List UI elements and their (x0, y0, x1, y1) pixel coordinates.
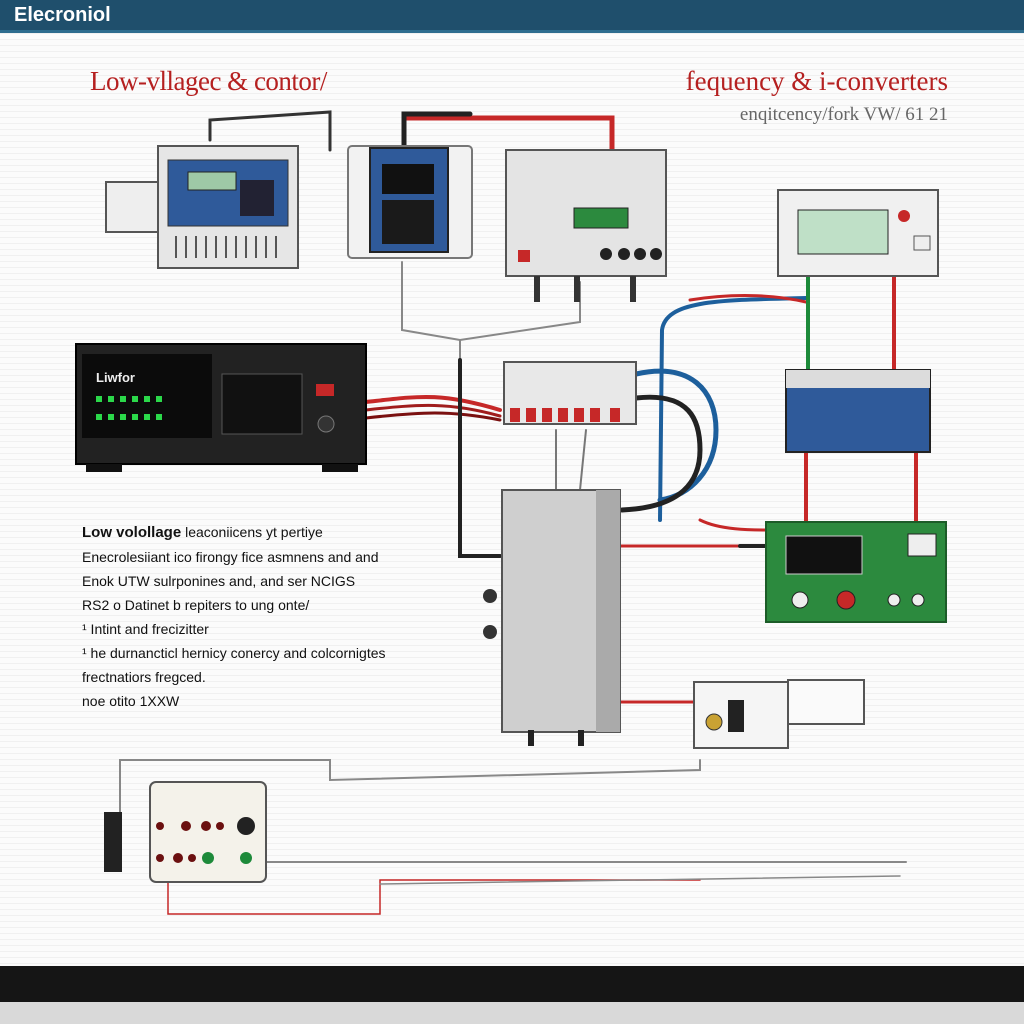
side-terminal (105, 181, 159, 233)
sensor-probe (104, 812, 122, 872)
probe (574, 276, 580, 302)
device-blue-box (785, 369, 931, 453)
notes-heading-rest: leaconiicens yt pertiye (181, 524, 323, 540)
knob (618, 248, 630, 260)
red-switch (316, 384, 334, 396)
terminal-red-connectors (510, 408, 620, 422)
wire-black (401, 111, 473, 153)
blue-box-top (786, 370, 930, 388)
wire-red (698, 518, 772, 532)
device-bottom-breaker (104, 781, 267, 883)
gland (483, 589, 497, 603)
knob (634, 248, 646, 260)
breaker-dial (237, 817, 255, 835)
controller-screen (382, 164, 434, 194)
footer-bar (0, 966, 1024, 1002)
device-terminal-block (503, 361, 637, 425)
notes-line: RS2 o Datinet b repiters to ung onte/ (82, 597, 310, 613)
module-display (797, 209, 889, 255)
leg (578, 730, 584, 746)
probe (534, 276, 540, 302)
meter-display (573, 207, 629, 229)
notes-heading: Low volollage leaconiicens yt pertiye (82, 520, 412, 545)
wire-red (364, 394, 502, 412)
foot (86, 464, 122, 472)
notes-line: noe otito 1XXW (82, 693, 180, 709)
pcb-red-button (836, 590, 856, 610)
gland (483, 625, 497, 639)
red-button (898, 210, 910, 222)
device-wall-controller (347, 145, 473, 259)
wire-grey (579, 429, 587, 491)
app-title: Elecroniol (14, 4, 111, 26)
footer-strip (0, 1002, 1024, 1024)
green-led (202, 852, 214, 864)
notes-heading-bold: Low volollage (82, 524, 182, 541)
leg (528, 730, 534, 746)
probe (630, 276, 636, 302)
notes-line: Enecrolesiiant ico firongy fice asmnens … (82, 549, 379, 565)
device-black-controller: Liwfor (75, 343, 367, 472)
wire-grey (379, 875, 901, 885)
device-display-module (777, 189, 939, 277)
wire-black (619, 394, 703, 513)
module-switch (728, 700, 744, 732)
wire-black (458, 358, 502, 558)
notes-block: Low volollage leaconiicens yt pertiye En… (82, 520, 412, 713)
wire-red (364, 403, 502, 418)
device-grey-enclosure (483, 489, 621, 746)
pcb-display (785, 535, 863, 575)
notes-line: frectnatiors fregced. (82, 669, 206, 685)
red-indicator (518, 250, 530, 262)
pcb-terminal (907, 533, 937, 557)
module-label (787, 679, 865, 725)
wires (119, 110, 918, 915)
pcb-led (887, 593, 901, 607)
notes-line: ¹ he durnancticl hernicy conercy and col… (82, 645, 386, 661)
wire-blue (658, 296, 808, 522)
knob (317, 415, 335, 433)
wire-blue (633, 368, 719, 503)
vent-grille (175, 236, 277, 258)
wire-red (167, 879, 701, 915)
controller-label: Liwfor (96, 370, 135, 385)
foot (322, 464, 358, 472)
pcb-led (911, 593, 925, 607)
breaker-terminals (156, 821, 224, 863)
device-grey-meter (505, 149, 667, 302)
connector (913, 235, 931, 251)
controller-keypad (382, 200, 434, 244)
device-green-pcb (765, 521, 947, 623)
controller-panel-right (221, 373, 303, 435)
lcd-display (187, 171, 237, 191)
wire-grey (119, 759, 701, 813)
enclosure-side (596, 490, 620, 732)
knob (650, 248, 662, 260)
wire-red (688, 294, 808, 304)
frequency-converters-title: fequency & i-converters (685, 66, 948, 96)
green-leds (96, 396, 162, 420)
keypad (240, 180, 274, 216)
green-led (240, 852, 252, 864)
module-knob (705, 713, 723, 731)
wire-black (208, 110, 332, 152)
notes-line: Enok UTW sulrponines and, and ser NCIGS (82, 573, 356, 589)
header-bar: Elecroniol (0, 0, 1024, 33)
frequency-subtitle: enqitcency/fork VW/ 61 21 (739, 104, 948, 125)
device-panel-meter (105, 145, 299, 269)
device-small-module (693, 679, 865, 749)
wire-red (364, 411, 502, 422)
notes-line: ¹ Intint and frecizitter (82, 621, 209, 637)
pcb-connector (791, 591, 809, 609)
low-voltage-title: Low-vllagec & contor/ (90, 66, 327, 96)
knob (600, 248, 612, 260)
